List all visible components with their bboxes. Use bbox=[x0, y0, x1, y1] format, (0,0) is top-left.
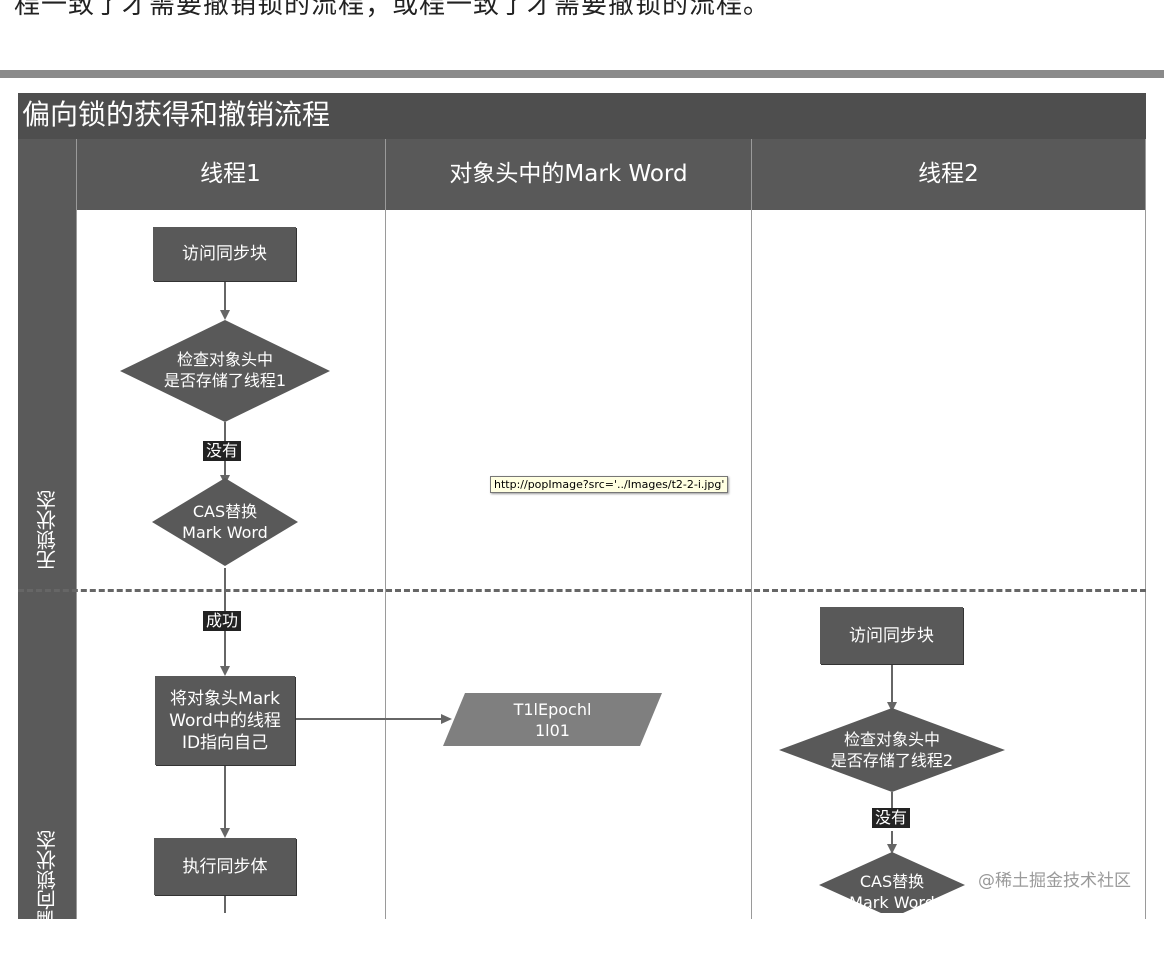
t1-set-line1: 将对象头Mark bbox=[170, 688, 280, 709]
diagram-right-border bbox=[1145, 139, 1146, 919]
watermark-text: @稀土掘金技术社区 bbox=[978, 871, 1131, 891]
t1-check-line2: 是否存储了线程1 bbox=[163, 371, 287, 390]
state-boundary-line bbox=[18, 589, 1146, 592]
t2-cas-line1: CAS替换 bbox=[859, 872, 925, 891]
t2-no-label: 没有 bbox=[872, 808, 911, 828]
markword-line1: T1lEpochl bbox=[513, 700, 592, 719]
column-separator bbox=[385, 139, 386, 919]
flow-connectors bbox=[120, 281, 1005, 913]
column-separator bbox=[751, 139, 752, 919]
t2-cas-diamond bbox=[819, 852, 965, 913]
t1-cas-line2: Mark Word bbox=[182, 523, 268, 542]
t2-cas-line2: Mark Word bbox=[849, 893, 935, 912]
t1-cas-line1: CAS替换 bbox=[192, 502, 258, 521]
t1-check-text: 检查对象头中 是否存储了线程1 bbox=[130, 340, 320, 400]
column-header-markword: 对象头中的Mark Word bbox=[449, 161, 688, 187]
column-separator bbox=[76, 139, 77, 919]
t1-execute-sync-box: 执行同步体 bbox=[154, 838, 296, 895]
divider-bar bbox=[0, 70, 1164, 78]
t1-check-line1: 检查对象头中 bbox=[176, 350, 273, 369]
markword-parallelogram bbox=[443, 693, 662, 746]
t2-access-sync-box: 访问同步块 bbox=[820, 607, 963, 664]
t2-check-diamond bbox=[779, 708, 1005, 792]
column-header-thread1: 线程1 bbox=[200, 161, 261, 187]
t1-set-line2: Word中的线程 bbox=[169, 710, 281, 731]
diagram-title: 偏向锁的获得和撤销流程 bbox=[18, 93, 1146, 139]
t1-no-label: 没有 bbox=[203, 441, 242, 461]
state-band bbox=[18, 139, 76, 919]
image-url-tooltip: http://popImage?src='../Images/t2-2-i.jp… bbox=[490, 476, 729, 493]
t2-check-line2: 是否存储了线程2 bbox=[830, 751, 954, 770]
t1-check-diamond bbox=[120, 320, 330, 422]
markword-text: T1lEpochl 1l01 bbox=[465, 698, 640, 742]
t2-check-text: 检查对象头中 是否存储了线程2 bbox=[792, 722, 992, 778]
t1-cas-diamond bbox=[152, 478, 298, 566]
markword-line2: 1l01 bbox=[535, 721, 570, 740]
t1-cas-text: CAS替换 Mark Word bbox=[165, 497, 285, 547]
column-header-thread2: 线程2 bbox=[918, 161, 979, 187]
t2-check-line1: 检查对象头中 bbox=[843, 730, 940, 749]
column-header-row bbox=[76, 139, 1146, 210]
top-paragraph-text: 程一致了才需要撤销锁的流程；或程一致了才需要撤锁的流程。 bbox=[14, 0, 771, 20]
t1-success-label: 成功 bbox=[203, 611, 242, 631]
t1-set-line3: ID指向自己 bbox=[181, 732, 269, 753]
t1-access-sync-box: 访问同步块 bbox=[153, 227, 296, 281]
t1-set-thread-id-box: 将对象头Mark Word中的线程 ID指向自己 bbox=[155, 676, 295, 765]
t2-cas-text: CAS替换 Mark Word bbox=[832, 870, 952, 914]
